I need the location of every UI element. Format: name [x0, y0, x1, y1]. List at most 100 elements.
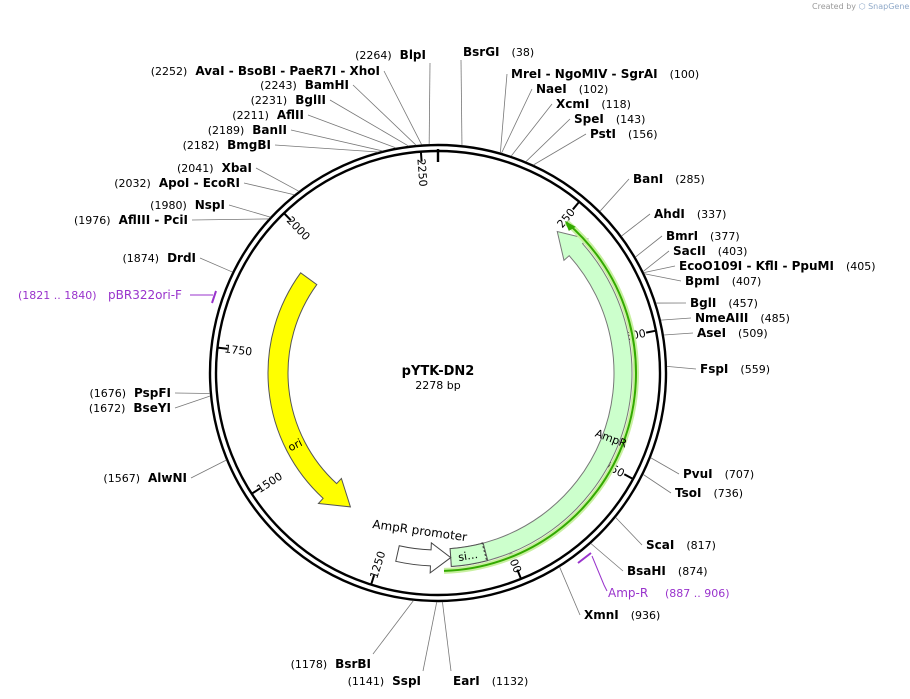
site-position: (2182) [183, 139, 220, 152]
site-nspi: NspI(1980) [150, 198, 225, 212]
site-leader [499, 73, 508, 153]
site-bsrgi: BsrGI(38) [463, 45, 534, 59]
site-bsrbi: BsrBI (1178) [291, 657, 371, 671]
site-naei: NaeI(102) [536, 82, 608, 96]
site-position: (874) [678, 565, 708, 578]
tick-mark [217, 346, 228, 350]
site-leader [352, 84, 417, 146]
feature-label-ori: ori [286, 436, 305, 454]
snapgene-credit: Created by ⬡ SnapGene [812, 2, 909, 11]
site-leader [290, 129, 383, 152]
site-position: (1132) [492, 675, 529, 688]
site-name: BamHI [305, 78, 349, 92]
site-name: EarI [453, 674, 480, 688]
site-position: (1980) [150, 199, 187, 212]
tick-label: 2000 [284, 214, 313, 243]
site-leader [442, 601, 452, 672]
site-leader [643, 265, 676, 274]
site-mrei-ngomiv-sgrai: MreI - NgoMIV - SgrAI(100) [511, 67, 699, 81]
site-name: BglI [690, 296, 716, 310]
site-position: (285) [675, 173, 705, 186]
site-position: (1178) [291, 658, 328, 671]
site-name: BsrBI [335, 657, 371, 671]
site-position: (118) [601, 98, 631, 111]
site-eari: EarI (1132) [453, 674, 528, 688]
backbone-outer [208, 143, 668, 603]
site-avai-bsobi-paer7i-xhoi: AvaI - BsoBI - PaeR7I - XhoI(2252) [151, 64, 380, 78]
tick-mark [645, 329, 657, 334]
feature-ori [267, 272, 352, 508]
credit-prefix: Created by [812, 2, 857, 11]
site-leader [174, 395, 211, 409]
site-leader [650, 457, 680, 475]
feature-ampr [449, 230, 633, 568]
site-name: NaeI [536, 82, 567, 96]
snapgene-logo-icon: ⬡ [858, 2, 866, 11]
site-position: (559) [740, 363, 770, 376]
site-name: AhdI [654, 207, 685, 221]
tick-mark [623, 473, 634, 480]
site-leader [590, 543, 624, 572]
site-position: (509) [738, 327, 768, 340]
feature-label-signal: si… [457, 548, 479, 564]
site-fspi: FspI (559) [700, 362, 770, 376]
site-position: (2041) [177, 162, 214, 175]
site-leader [199, 257, 233, 273]
site-position: (1141) [348, 675, 385, 688]
site-leader [644, 273, 682, 282]
site-name: XcmI [556, 97, 589, 111]
site-position: (2252) [151, 65, 188, 78]
site-nmeaiii: NmeAIII(485) [695, 311, 790, 325]
site-name: BanI [633, 172, 663, 186]
site-name: BglII [295, 93, 326, 107]
primer-leader [591, 555, 608, 592]
site-name: PspFI [134, 386, 171, 400]
site-name: BmgBI [227, 138, 271, 152]
site-leader [643, 250, 670, 272]
feature-signal [449, 542, 489, 568]
site-position: (457) [728, 297, 758, 310]
site-leader [660, 317, 692, 321]
site-leader [274, 144, 379, 153]
site-scai: ScaI(817) [646, 538, 716, 552]
site-leader [329, 99, 409, 147]
site-leader [501, 88, 533, 154]
site-xbai: XbaI(2041) [177, 161, 252, 175]
site-name: BsaHI [627, 564, 666, 578]
site-pvui: PvuI(707) [683, 467, 754, 481]
site-name: AlwNI [148, 471, 187, 485]
site-afliii-pcii: AflIII - PciI(1976) [74, 213, 188, 227]
site-leader [228, 204, 271, 218]
site-position: (2231) [251, 94, 288, 107]
site-position: (38) [512, 46, 535, 59]
primer-range: (887 .. 906) [665, 587, 730, 600]
site-name: TsoI [675, 486, 701, 500]
site-position: (143) [616, 113, 646, 126]
site-leader [383, 70, 422, 145]
site-sacii: SacII(403) [673, 244, 747, 258]
site-leader [307, 114, 397, 149]
site-name: BseYI [133, 401, 171, 415]
site-name: BlpI [400, 48, 426, 62]
site-psti: PstI(156) [590, 127, 658, 141]
tick-label: 1500 [254, 470, 285, 496]
site-pspfi: PspFI(1676) [89, 386, 171, 400]
plasmid-length: 2278 bp [415, 379, 460, 392]
site-leader [599, 178, 630, 212]
primer-marker-pbr322ori-f [211, 290, 217, 304]
site-leader [428, 62, 431, 145]
site-name: AseI [697, 326, 726, 340]
site-position: (1874) [122, 252, 159, 265]
primer-name: Amp-R [608, 586, 648, 600]
signal-divider [481, 542, 488, 561]
site-name: FspI [700, 362, 728, 376]
tick-mark [370, 574, 376, 585]
tick-label: 2250 [414, 158, 429, 187]
site-banii: BanII(2189) [208, 123, 287, 137]
site-leader [460, 59, 463, 146]
site-position: (485) [760, 312, 790, 325]
site-leader [255, 167, 299, 192]
site-name: SspI [392, 674, 421, 688]
primer-range: (1821 .. 1840) [18, 289, 97, 302]
site-leader [635, 235, 663, 258]
